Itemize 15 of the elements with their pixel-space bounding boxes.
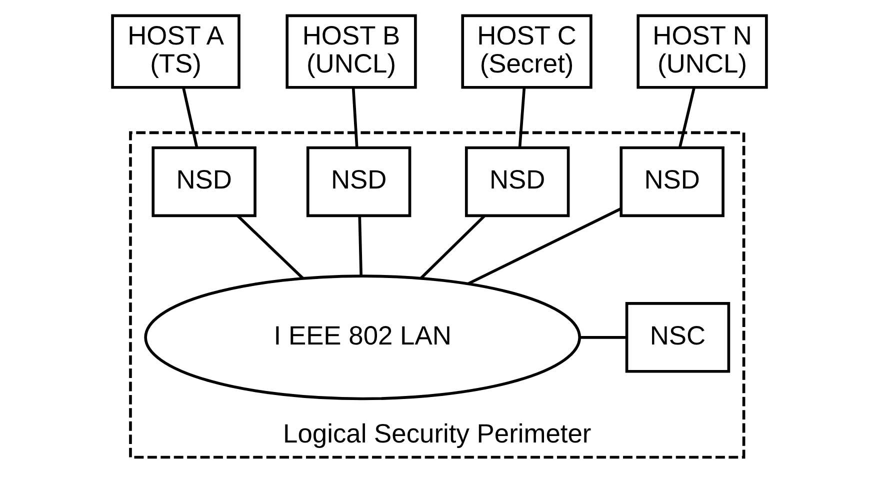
node-box: NSD [306, 146, 412, 218]
connector [236, 214, 304, 280]
node-box: NSD [620, 146, 724, 218]
node-box: HOST N (UNCL) [636, 14, 768, 89]
node-box: HOST A (TS) [111, 14, 240, 89]
node-box: NSD [152, 146, 256, 218]
connector [468, 207, 622, 285]
node-box: HOST C (Secret) [461, 14, 592, 89]
connector [420, 214, 486, 280]
connector [358, 216, 363, 276]
node-box: HOST B (UNCL) [286, 14, 417, 89]
connector [580, 336, 627, 339]
node-box: NSD [464, 146, 570, 218]
node-ellipse: I EEE 802 LAN [144, 274, 582, 400]
node-box: NSC [625, 302, 730, 373]
